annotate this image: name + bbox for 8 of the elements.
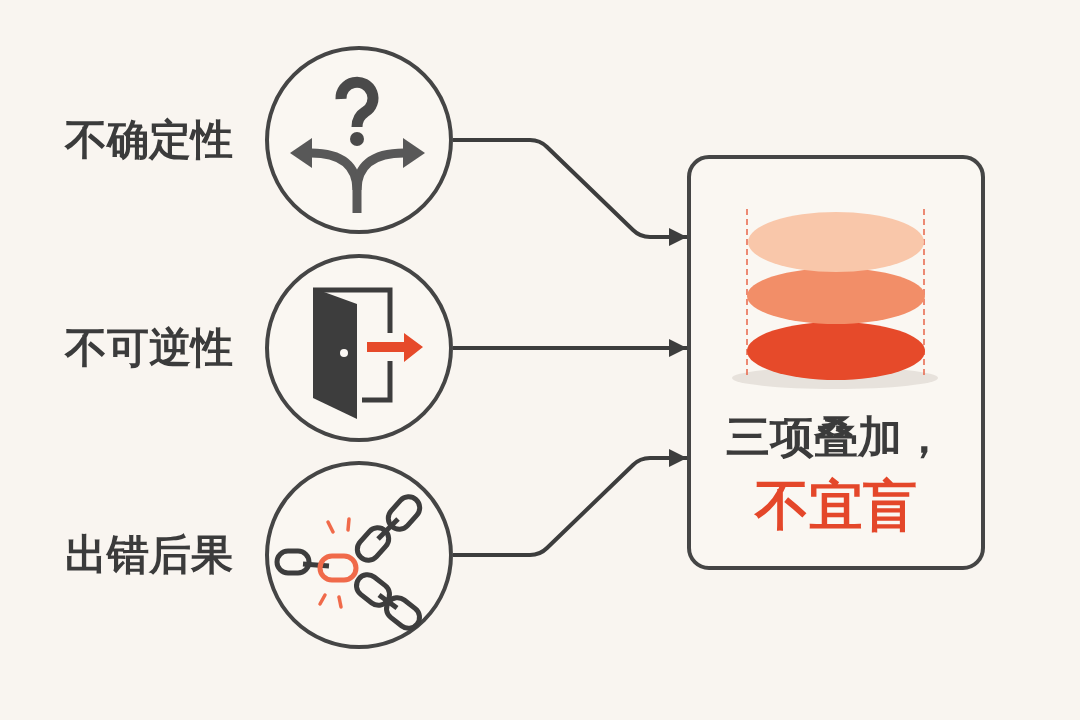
node-label: 不可逆性 <box>65 327 233 369</box>
arrow <box>453 138 687 246</box>
rounded-box <box>687 155 985 570</box>
node-label: 不确定性 <box>65 119 233 161</box>
node-label: 出错后果 <box>65 534 233 576</box>
arrow <box>453 449 687 557</box>
arrow <box>453 339 687 357</box>
heading-text: 三项叠加， <box>726 415 946 459</box>
